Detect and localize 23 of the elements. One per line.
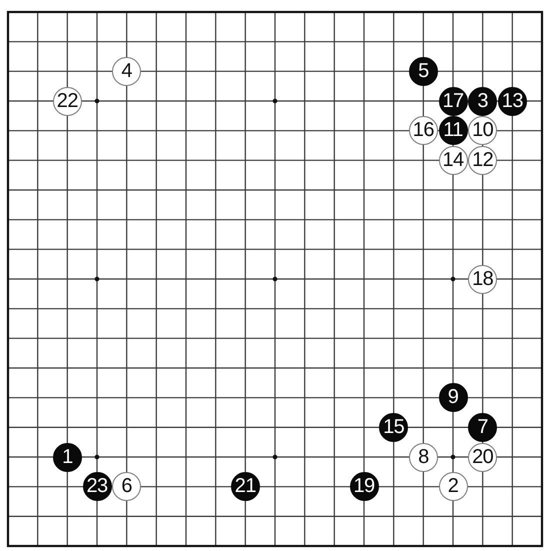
go-stone: 22 [52, 86, 82, 116]
go-stone: 14 [438, 146, 468, 175]
go-stone: 1 [52, 442, 82, 472]
go-stone: 2 [438, 472, 468, 502]
go-stone: 10 [468, 116, 498, 146]
go-stone: 13 [498, 86, 527, 116]
go-stone: 8 [408, 442, 438, 472]
go-stone: 18 [468, 264, 498, 294]
go-stone: 12 [468, 146, 498, 175]
go-stone: 9 [438, 383, 468, 412]
go-stone: 3 [468, 86, 498, 116]
go-stone: 5 [408, 56, 438, 86]
go-stone: 21 [230, 472, 260, 502]
go-stone: 19 [350, 472, 378, 502]
go-stone: 15 [379, 412, 408, 442]
go-stone: 6 [112, 472, 142, 502]
go-stone: 20 [468, 442, 498, 472]
go-stone: 7 [468, 412, 498, 442]
go-stone: 23 [82, 472, 112, 502]
go-stone: 4 [112, 56, 142, 86]
go-stone: 17 [438, 86, 468, 116]
go-stone: 11 [438, 116, 468, 146]
go-stone: 16 [408, 116, 438, 146]
